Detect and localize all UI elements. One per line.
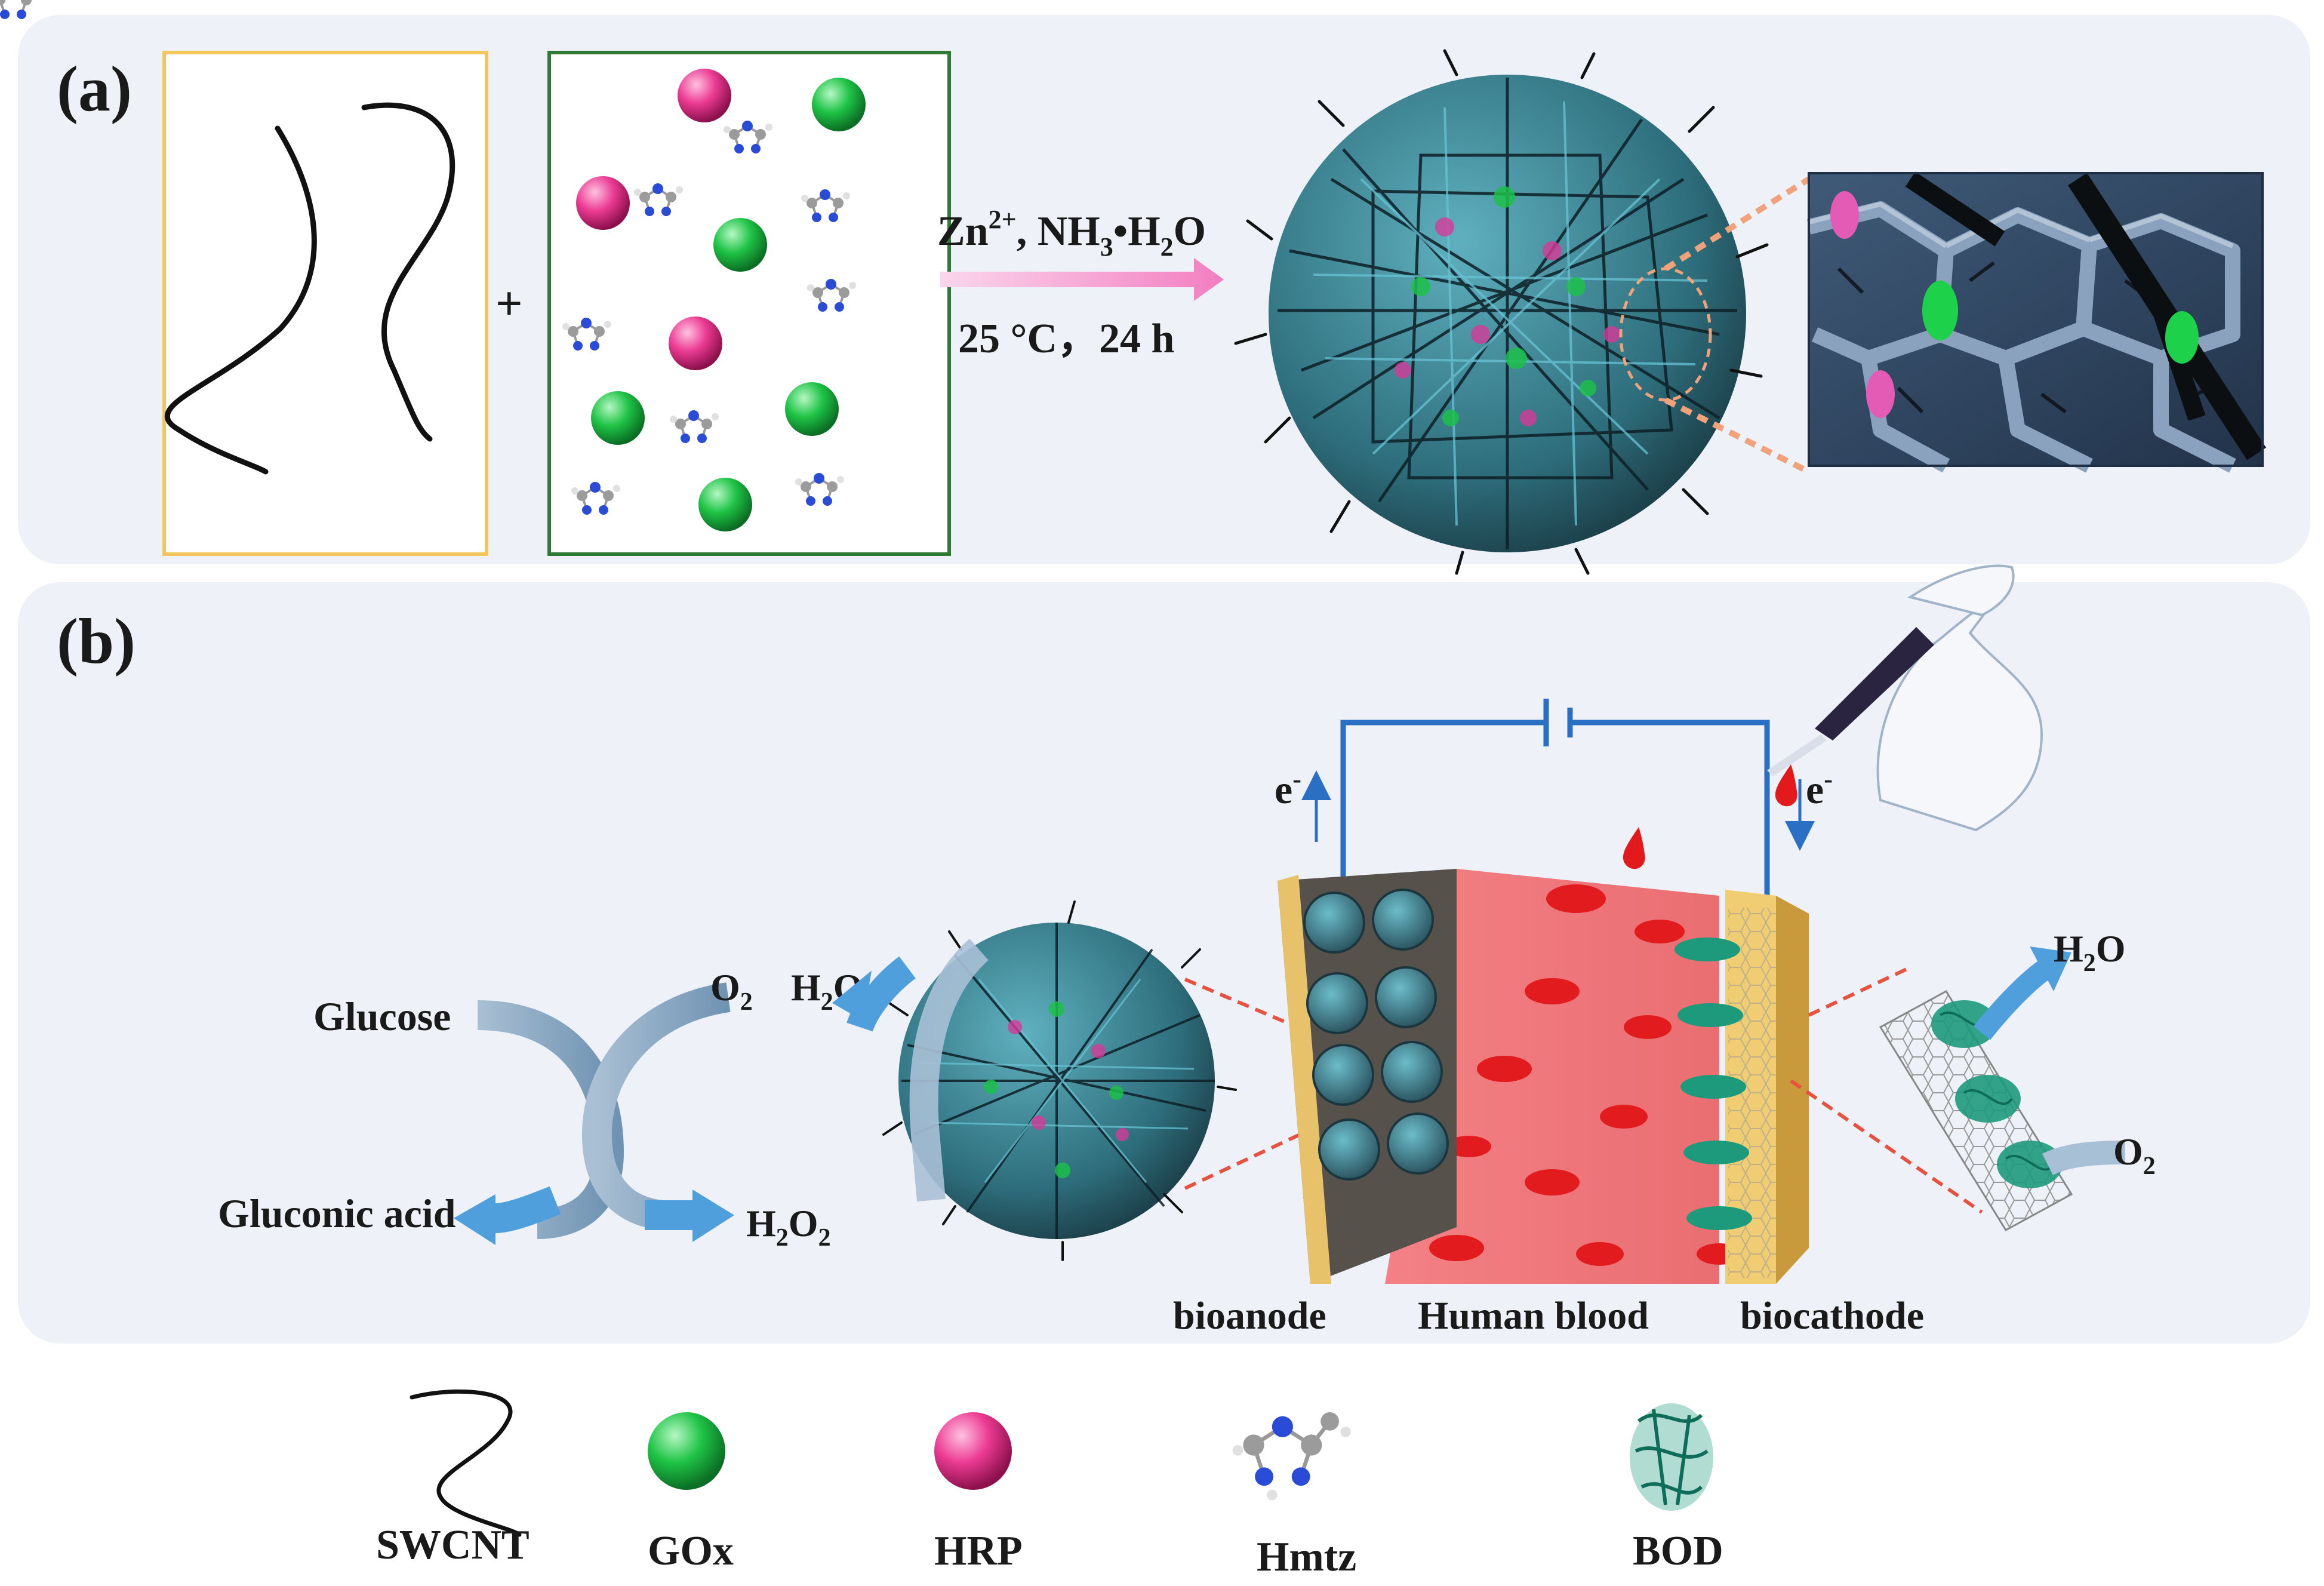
nanotube-1 (164, 125, 317, 475)
composite-sphere-a (1234, 49, 1769, 575)
panel-b-label: (b) (57, 606, 136, 677)
human-blood-label: Human blood (1418, 1294, 1649, 1338)
blood-drop (1775, 764, 1797, 807)
legend-bod-icon (1630, 1403, 1713, 1511)
zoom-line-bottom (1664, 397, 1811, 475)
reaction-conditions-reagents: Zn2+, NH3•H2O (937, 205, 1206, 262)
legend-hrp-label: HRP (934, 1528, 1023, 1574)
hrp-sphere (669, 316, 722, 370)
cathode-h2o-arrowhead (2030, 946, 2071, 991)
gluconic-arrow-body (494, 1186, 561, 1233)
legend-bod-label: BOD (1633, 1528, 1723, 1574)
zoomed-framework-view (1806, 171, 2266, 473)
legend-hmtz-icon (1232, 1412, 1351, 1501)
legend-gox-label: GOx (648, 1528, 734, 1574)
cathode-zoom-line-bottom (1790, 1079, 1983, 1214)
gox-sphere (698, 478, 752, 531)
reaction-conditions-temp-time: 25 °C，24 h (958, 316, 1174, 362)
reaction-arrow (940, 258, 1224, 301)
legend-swcnt-label: SWCNT (376, 1522, 530, 1568)
o2-label: O2 (710, 966, 753, 1016)
legend-hmtz-label: Hmtz (1257, 1534, 1356, 1580)
bioanode-label: bioanode (1173, 1294, 1326, 1338)
pipette-hand (1767, 564, 2043, 832)
legend-gox-icon (648, 1412, 725, 1490)
zoom-line-top (1664, 176, 1811, 272)
electron-label-right: e- (1806, 764, 1833, 812)
electron-label-left: e- (1275, 764, 1301, 812)
plus-sign: + (495, 278, 523, 330)
blood-drop (1623, 827, 1645, 869)
anode-zoom-line-bottom (1184, 1121, 1326, 1190)
gox-sphere (812, 78, 866, 131)
h2o-out-arrow (847, 956, 916, 1032)
gox-sphere (591, 391, 645, 445)
composite-sphere-b (882, 900, 1237, 1261)
gox-sphere (713, 218, 767, 272)
anode-zoom-line-top (1184, 978, 1326, 1041)
glucose-label: Glucose (313, 994, 451, 1039)
cathode-h2o-label: H2O (2054, 927, 2126, 977)
swcnt-box (162, 51, 488, 556)
h2o2-arrowhead (692, 1190, 734, 1242)
hmtz-molecule (0, 0, 32, 19)
legend-swcnt-icon (410, 1389, 522, 1537)
cathode-h2o-arrow (1973, 958, 2054, 1040)
gox-sphere (785, 382, 839, 436)
hrp-sphere (678, 69, 731, 122)
gluconic-acid-label: Gluconic acid (218, 1191, 456, 1236)
h2o2-label: H2O2 (746, 1202, 831, 1252)
cathode-o2-label: O2 (2113, 1130, 2156, 1180)
h2o2-feed-arrow (909, 938, 989, 1202)
legend: SWCNT GOx HRP Hmtz BOD (376, 1389, 1723, 1580)
cathode-zoom-line-top (1808, 966, 1911, 1017)
legend-hrp-icon (934, 1412, 1012, 1490)
gluconic-arrowhead (454, 1194, 495, 1245)
nanotube-2 (361, 102, 455, 442)
h2o-out-arrowhead (832, 970, 872, 1021)
o2-arrow (581, 982, 731, 1230)
components-box (547, 51, 951, 556)
hrp-sphere (576, 176, 630, 230)
biofuel-cell (1278, 869, 1809, 1284)
panel-a-label: (a) (57, 54, 132, 125)
biocathode-label: biocathode (1740, 1294, 1924, 1338)
external-circuit (1340, 699, 1770, 896)
cathode-o2-arrow (2042, 1141, 2126, 1176)
